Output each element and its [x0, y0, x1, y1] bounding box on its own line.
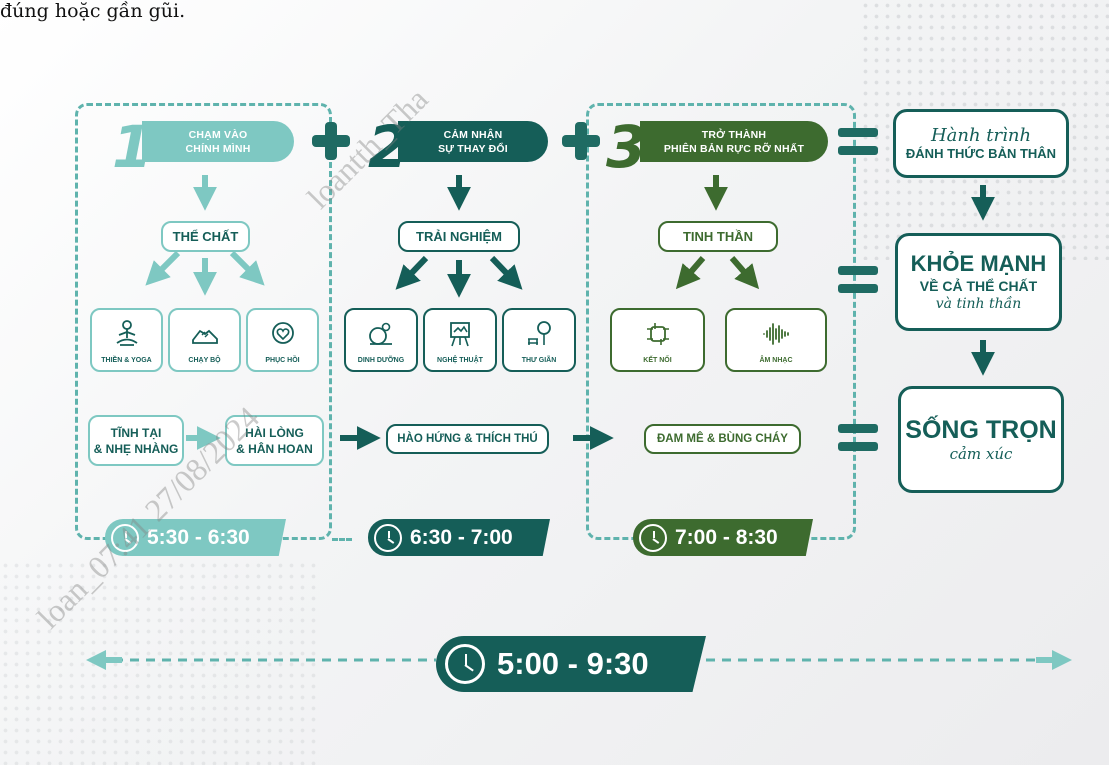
result-khoe-manh: KHỎE MẠNH VỀ CẢ THỂ CHẤT và tinh thần — [895, 233, 1062, 331]
time-stage-1: 5:30 - 6:30 — [105, 519, 286, 556]
stage-2-title: CẢM NHẬN SỰ THAY ĐỔI — [398, 121, 548, 162]
nutrition-icon — [369, 322, 392, 345]
activity-card: THƯ GIÃN — [502, 308, 576, 372]
activity-label: CHẠY BỘ — [188, 357, 221, 364]
activity-card: ÂM NHẠC — [725, 308, 827, 372]
result-bold-sub: VỀ CẢ THỂ CHẤT — [919, 278, 1038, 294]
time-label: 7:00 - 8:30 — [675, 525, 778, 549]
feeling-tinh-tai: TĨNH TẠI & NHẸ NHÀNG — [88, 415, 184, 466]
heart-recovery-icon — [271, 322, 294, 344]
plus-icon — [562, 122, 600, 160]
time-stage-2: 6:30 - 7:00 — [368, 519, 550, 556]
equals-icon — [838, 128, 878, 156]
easel-icon — [450, 322, 470, 347]
activity-card: PHỤC HỒI — [246, 308, 319, 372]
activity-label: NGHỆ THUẬT — [437, 357, 483, 364]
frame-connector — [332, 538, 352, 541]
dot-texture-bottom-left — [0, 560, 320, 765]
clock-icon — [111, 523, 139, 552]
result-script: cảm xúc — [949, 445, 1013, 463]
running-shoe-icon — [191, 329, 218, 344]
activity-card: DINH DƯỠNG — [344, 308, 418, 372]
activity-label: PHỤC HỒI — [265, 357, 300, 364]
result-song-tron: SỐNG TRỌN cảm xúc — [898, 386, 1064, 493]
connect-hands-icon — [646, 323, 669, 345]
activity-card: NGHỆ THUẬT — [423, 308, 497, 372]
activity-card: KẾT NỐI — [610, 308, 705, 372]
activity-label: KẾT NỐI — [643, 357, 672, 364]
clock-icon — [445, 644, 485, 684]
meditation-icon — [115, 320, 138, 346]
activity-card: THIỀN & YOGA — [90, 308, 163, 372]
feeling-hao-hung: HÀO HỨNG & THÍCH THÚ — [386, 424, 549, 454]
result-bold: KHỎE MẠNH — [910, 251, 1047, 276]
stage-3-number: 3 — [606, 113, 647, 181]
result-bold: SỐNG TRỌN — [905, 416, 1057, 444]
result-script: và tinh thần — [935, 296, 1022, 312]
sound-wave-icon — [763, 323, 789, 345]
category-the-chat: THỂ CHẤT — [161, 221, 250, 252]
clock-icon — [639, 523, 667, 552]
equals-icon — [838, 266, 878, 294]
activity-label: ÂM NHẠC — [759, 357, 793, 364]
equals-icon — [838, 424, 878, 452]
category-tinh-than: TINH THẦN — [658, 221, 778, 252]
park-relax-icon — [528, 321, 551, 345]
result-bold: ĐÁNH THỨC BẢN THÂN — [905, 146, 1057, 161]
stage-3-title: TRỞ THÀNH PHIÊN BẢN RỰC RỠ NHẤT — [640, 121, 828, 162]
time-stage-3: 7:00 - 8:30 — [633, 519, 813, 556]
total-time-bar: 5:00 - 9:30 — [436, 636, 706, 692]
category-trai-nghiem: TRẢI NGHIỆM — [398, 221, 520, 252]
total-time-label: 5:00 - 9:30 — [497, 646, 649, 681]
activity-label: THƯ GIÃN — [521, 357, 557, 364]
feeling-dam-me: ĐAM MÊ & BÙNG CHÁY — [644, 424, 801, 454]
time-label: 6:30 - 7:00 — [410, 525, 513, 549]
activity-label: THIỀN & YOGA — [101, 357, 152, 364]
plus-icon — [312, 122, 350, 160]
result-script: Hành trình — [930, 125, 1032, 146]
result-hanh-trinh: Hành trình ĐÁNH THỨC BẢN THÂN — [893, 109, 1069, 178]
activity-card: CHẠY BỘ — [168, 308, 241, 372]
stage-1-title: CHẠM VÀO CHÍNH MÌNH — [142, 121, 294, 162]
intro-text: đúng hoặc gần gũi. — [0, 0, 186, 22]
feeling-hai-long: HÀI LÒNG & HÂN HOAN — [225, 415, 324, 466]
clock-icon — [374, 523, 402, 552]
activity-label: DINH DƯỠNG — [357, 357, 405, 364]
time-label: 5:30 - 6:30 — [147, 525, 250, 549]
